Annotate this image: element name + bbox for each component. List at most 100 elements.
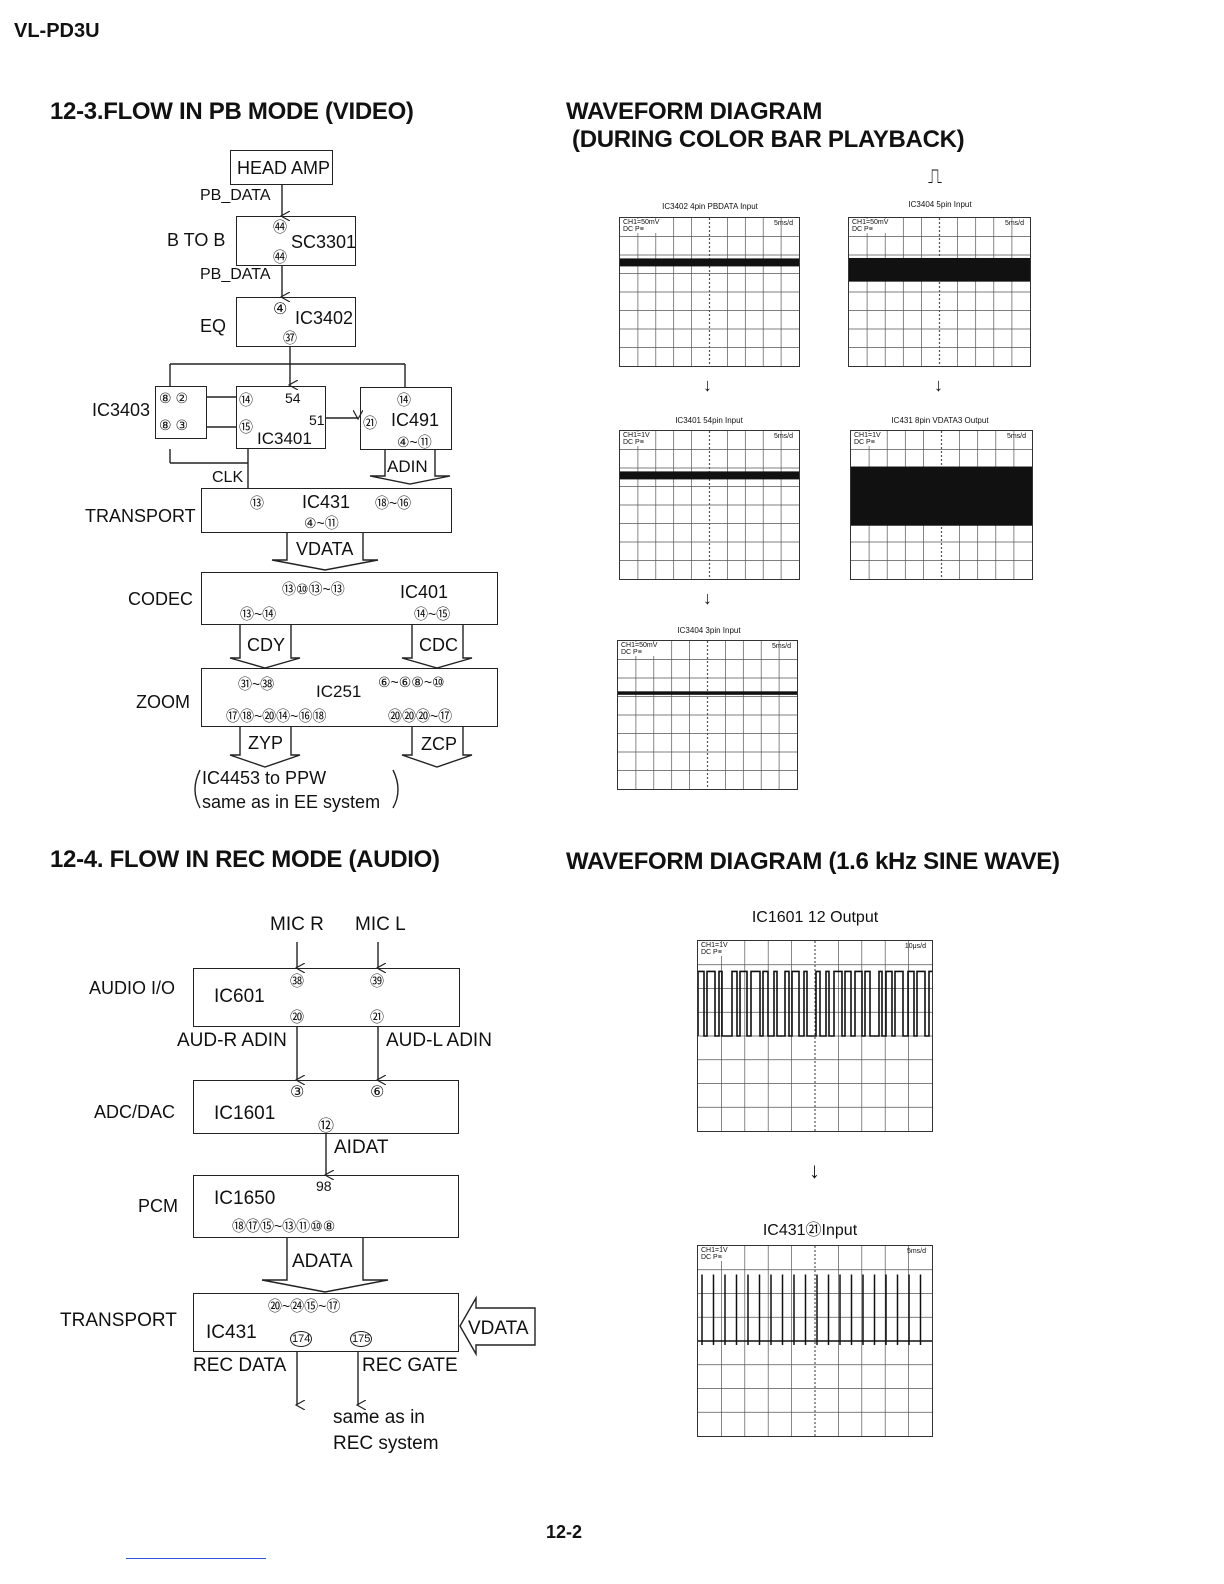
trigger-icon: ⎍ bbox=[928, 166, 942, 188]
vdata-rec-input: VDATA bbox=[468, 1318, 529, 1339]
scope-ic431-input: CH1=1V DC P≡ 5ms/d bbox=[697, 1245, 933, 1437]
ic3401-pin-15: ⑮ bbox=[239, 419, 253, 435]
ic431-rec-label: IC431 bbox=[206, 1322, 257, 1343]
rec-section-title: 12-4. FLOW IN REC MODE (AUDIO) bbox=[50, 846, 440, 873]
ic3402-pin-4: ④ bbox=[273, 301, 288, 318]
rec-gate-signal: REC GATE bbox=[362, 1355, 458, 1376]
pb-data-signal-1: PB_DATA bbox=[200, 187, 271, 204]
scope2-scale: 5ms/d bbox=[1004, 220, 1024, 227]
scope-ic3402-pbdata: CH1=50mV DC P≡ 5ms/d bbox=[619, 217, 800, 367]
ic1601-pin-6: ⑥ bbox=[370, 1084, 385, 1101]
rec-note-line1: same as in bbox=[333, 1407, 425, 1428]
scope1-scale: 5ms/d bbox=[773, 220, 793, 227]
sc3301-pin-out: ㊹ bbox=[273, 249, 287, 265]
ic3401-pin-51: 51 bbox=[309, 412, 325, 428]
head-amp-box: HEAD AMP bbox=[230, 150, 333, 185]
pb-section-title: 12-3.FLOW IN PB MODE (VIDEO) bbox=[50, 98, 414, 125]
ic3402-box: ④ IC3402 ㊲ bbox=[236, 297, 356, 347]
pb-waveform-subtitle: (DURING COLOR BAR PLAYBACK) bbox=[572, 126, 965, 153]
zyp-signal: ZYP bbox=[248, 733, 284, 753]
ic431-pin-range-b: ④~⑪ bbox=[304, 515, 339, 531]
aud-l-adin-signal: AUD-L ADIN bbox=[386, 1030, 492, 1051]
model-name: VL-PD3U bbox=[14, 20, 100, 42]
ic251-label: IC251 bbox=[316, 682, 362, 701]
scope7-channel: CH1=1V DC P≡ bbox=[701, 1247, 728, 1261]
ic601-pin-38: ㊳ bbox=[290, 973, 304, 989]
ic401-pins-top: ⑬⑩⑬~⑬ bbox=[282, 581, 345, 597]
ic431-pb-box: ⑬ IC431 ⑱~⑯ ④~⑪ bbox=[201, 488, 452, 533]
clk-signal: CLK bbox=[212, 469, 244, 486]
ic3403-label: IC3403 bbox=[92, 400, 151, 420]
scope5-scale: 5ms/d bbox=[771, 643, 791, 650]
cdc-signal: CDC bbox=[419, 635, 458, 655]
scope4-channel: CH1=1V DC P≡ bbox=[854, 432, 881, 446]
ic1601-label: IC1601 bbox=[214, 1103, 276, 1124]
transport-label: TRANSPORT bbox=[85, 506, 196, 526]
rec-waveform-title: WAVEFORM DIAGRAM (1.6 kHz SINE WAVE) bbox=[566, 848, 1060, 875]
pcm-label: PCM bbox=[138, 1196, 178, 1216]
scope-trace bbox=[618, 641, 797, 789]
ic251-pins-tr: ⑥~⑥⑧~⑩ bbox=[378, 674, 445, 690]
page-number: 12-2 bbox=[546, 1522, 583, 1542]
arrow-down-icon: ↓ bbox=[703, 375, 712, 395]
ic3401-box: ⑭ 54 ⑮ 51 IC3401 bbox=[236, 386, 326, 449]
scope2-caption: IC3404 5pin Input bbox=[908, 200, 972, 209]
audio-io-label: AUDIO I/O bbox=[89, 978, 176, 998]
scope-ic1601-output: CH1=1V DC P≡ 10μs/d bbox=[697, 940, 933, 1132]
arrow-down-icon: ↓ bbox=[703, 588, 712, 608]
ic1650-pin-98: 98 bbox=[316, 1178, 332, 1194]
scope4-caption: IC431 8pin VDATA3 Output bbox=[891, 416, 989, 425]
ic491-box: ⑭ ㉑ IC491 ④~⑪ bbox=[360, 387, 452, 450]
ic3402-pin-37: ㊲ bbox=[283, 330, 297, 346]
ic491-pin-range: ④~⑪ bbox=[397, 434, 432, 450]
codec-label: CODEC bbox=[128, 589, 194, 609]
scope6-channel: CH1=1V DC P≡ bbox=[701, 942, 728, 956]
scope2-channel: CH1=50mV DC P≡ bbox=[852, 219, 889, 233]
scope-trace bbox=[620, 431, 799, 579]
sc3301-pin-in: ㊹ bbox=[273, 219, 287, 235]
ic1601-pin-12: ⑫ bbox=[318, 1118, 335, 1135]
scope-ic3404-3pin: CH1=50mV DC P≡ 5ms/d bbox=[617, 640, 798, 790]
scope5-channel: CH1=50mV DC P≡ bbox=[621, 642, 658, 656]
scope6-scale: 10μs/d bbox=[904, 943, 926, 950]
zoom-label: ZOOM bbox=[136, 692, 190, 712]
aud-r-adin-signal: AUD-R ADIN bbox=[177, 1030, 287, 1051]
scope1-channel: CH1=50mV DC P≡ bbox=[623, 219, 660, 233]
ic431-rec-box: ⑳~㉔⑮~⑰ IC431 174 175 bbox=[193, 1293, 459, 1352]
arrow-down-icon: ↓ bbox=[934, 375, 943, 395]
scope3-scale: 5ms/d bbox=[773, 433, 793, 440]
rec-data-signal: REC DATA bbox=[193, 1355, 287, 1376]
arrow-down-icon: ↓ bbox=[809, 1158, 820, 1183]
scope-ic3401-54pin: CH1=1V DC P≡ 5ms/d bbox=[619, 430, 800, 580]
adata-signal: ADATA bbox=[292, 1251, 353, 1272]
ic431-pin-173: ⑬ bbox=[250, 495, 264, 511]
scope6-caption: IC1601 12 Output bbox=[751, 909, 879, 926]
ic601-pin-39: ㊴ bbox=[370, 973, 384, 989]
ic431-pin-174: 174 bbox=[290, 1331, 313, 1347]
pb-note-line1: IC4453 to PPW bbox=[202, 768, 327, 788]
scope3-caption: IC3401 54pin Input bbox=[675, 416, 743, 425]
scope-ic3404-5pin: CH1=50mV DC P≡ 5ms/d bbox=[848, 217, 1031, 367]
scope4-scale: 5ms/d bbox=[1006, 433, 1026, 440]
ic431-pin-range-a: ⑱~⑯ bbox=[375, 495, 412, 511]
vdata-signal: VDATA bbox=[296, 539, 354, 559]
scope-trace bbox=[698, 1246, 932, 1436]
sc3301-box: ㊹ SC3301 ㊹ bbox=[236, 216, 356, 266]
ic601-label: IC601 bbox=[214, 986, 265, 1007]
ic3403-pins-bottom: ⑧ ③ bbox=[159, 417, 188, 433]
ic3401-pin-14: ⑭ bbox=[239, 392, 253, 408]
mic-r-signal: MIC R bbox=[270, 914, 324, 935]
ic491-pin-21: ㉑ bbox=[363, 415, 377, 431]
ic401-pins-left: ⑬~⑭ bbox=[240, 606, 277, 622]
scope-trace bbox=[620, 218, 799, 366]
scope3-channel: CH1=1V DC P≡ bbox=[623, 432, 650, 446]
ic1601-box: ③ ⑥ IC1601 ⑫ bbox=[193, 1080, 459, 1135]
ic251-pins-bl: ⑰⑱~⑳⑭~⑯⑱ bbox=[226, 708, 327, 724]
ic3401-label: IC3401 bbox=[257, 429, 312, 448]
ic401-pins-right: ⑭~⑮ bbox=[414, 606, 451, 622]
pb-waveform-title: WAVEFORM DIAGRAM bbox=[566, 98, 823, 125]
ic3401-pin-54: 54 bbox=[285, 390, 301, 406]
adc-dac-label: ADC/DAC bbox=[94, 1102, 176, 1122]
ic431-rec-pins-row: ⑳~㉔⑮~⑰ bbox=[268, 1298, 341, 1314]
ic491-pin-14: ⑭ bbox=[397, 392, 411, 408]
